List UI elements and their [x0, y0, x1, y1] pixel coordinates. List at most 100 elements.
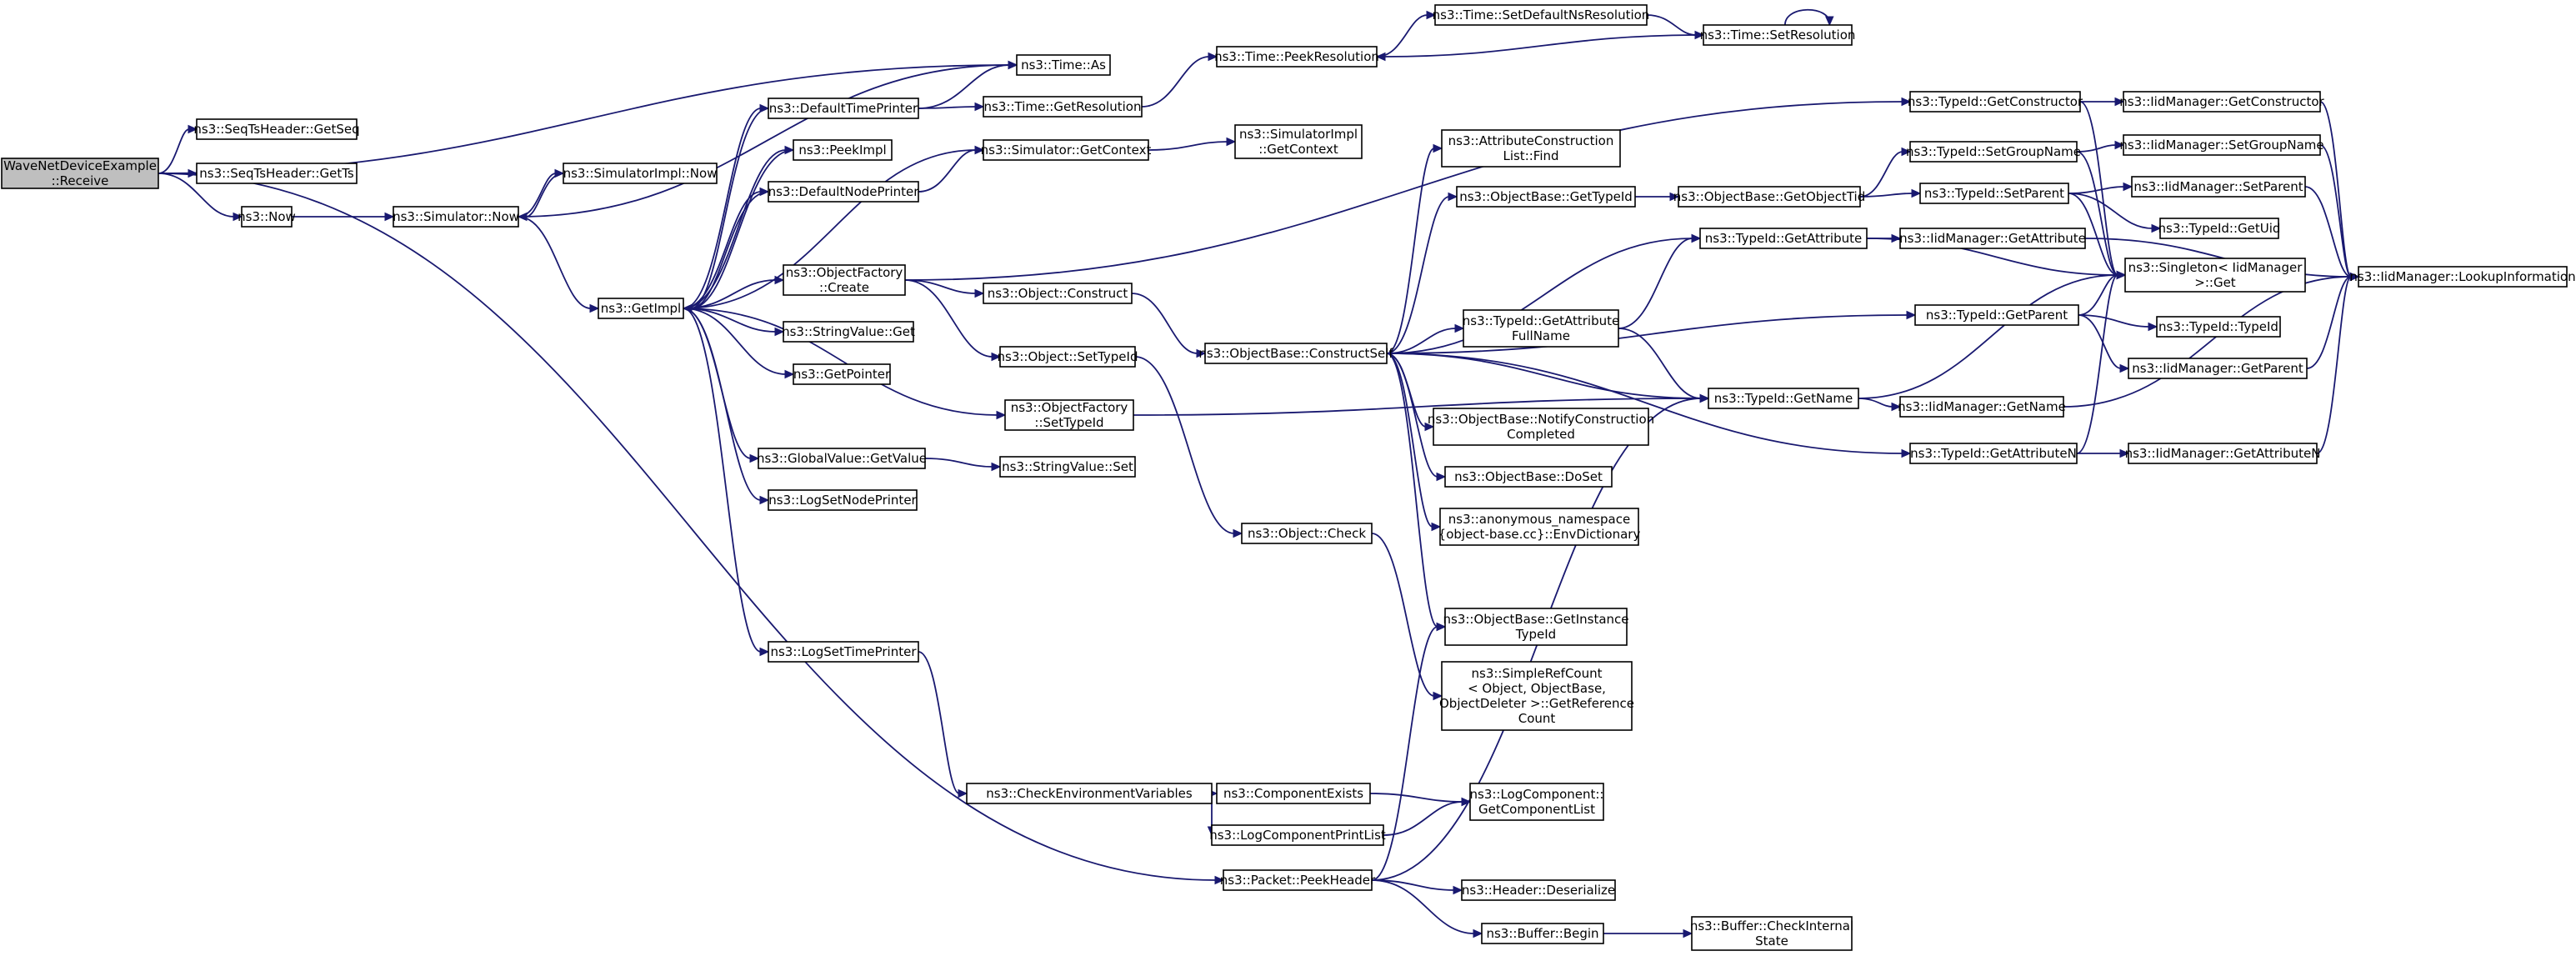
node-gvgetvalue[interactable]: ns3::GlobalValue::GetValue — [757, 448, 927, 469]
call-edge-root-to-peekheader — [158, 173, 1225, 885]
node-simimplgetctx[interactable]: ns3::SimulatorImpl::GetContext — [1234, 124, 1363, 159]
node-envdict[interactable]: ns3::anonymous_namespace{object-base.cc}… — [1438, 508, 1641, 546]
node-lcgetlist[interactable]: ns3::LogComponent::GetComponentList — [1469, 783, 1604, 821]
call-edge-peekheader-to-bufbegin — [1371, 879, 1483, 938]
node-label-line: ::Receive — [52, 173, 109, 188]
node-simgetctx[interactable]: ns3::Simulator::GetContext — [981, 139, 1152, 161]
node-iidgetattr[interactable]: ns3::IidManager::GetAttribute — [1899, 228, 2086, 249]
node-iidgetattrn[interactable]: ns3::IidManager::GetAttributeN — [2125, 443, 2321, 464]
node-simnow[interactable]: ns3::Simulator::Now — [393, 206, 519, 228]
node-iidgetname[interactable]: ns3::IidManager::GetName — [1898, 396, 2066, 418]
node-obconstructself[interactable]: ns3::ObjectBase::ConstructSelf — [1198, 343, 1393, 364]
node-getimpl[interactable]: ns3::GetImpl — [598, 298, 684, 319]
node-setres[interactable]: ns3::Time::SetResolution — [1700, 24, 1856, 46]
node-label-line: ns3::Time::SetDefaultNsResolution — [1433, 8, 1650, 23]
node-timegetres[interactable]: ns3::Time::GetResolution — [983, 96, 1143, 118]
node-label-line: ns3::TypeId::SetGroupName — [1906, 144, 2081, 159]
node-singleton[interactable]: ns3::Singleton< IidManager>::Get — [2124, 258, 2306, 293]
node-objconstruct[interactable]: ns3::Object::Construct — [983, 283, 1133, 304]
node-hdrdeser[interactable]: ns3::Header::Deserialize — [1461, 879, 1616, 901]
node-label-line: ns3::ObjectFactory — [1011, 400, 1128, 415]
call-edge-ofcreate-to-tidgetctor — [904, 97, 1912, 281]
node-iidsetparent[interactable]: ns3::IidManager::SetParent — [2131, 176, 2306, 198]
call-edge-iidgetname-to-iidlookup — [2063, 272, 2360, 408]
node-bufbegin[interactable]: ns3::Buffer::Begin — [1481, 923, 1604, 944]
node-label-line: ns3::ObjectBase::NotifyConstruction — [1428, 412, 1654, 427]
node-tidgetattr[interactable]: ns3::TypeId::GetAttribute — [1699, 228, 1868, 249]
node-label-line: ns3::SeqTsHeader::GetSeq — [193, 122, 359, 137]
node-peekheader[interactable]: ns3::Packet::PeekHeader — [1220, 869, 1376, 891]
node-svset[interactable]: ns3::StringValue::Set — [999, 456, 1136, 478]
node-dtp[interactable]: ns3::DefaultTimePrinter — [768, 98, 919, 119]
node-ofsettid[interactable]: ns3::ObjectFactory::SetTypeId — [1004, 399, 1134, 431]
node-label-line: WaveNetDeviceExample — [3, 158, 157, 173]
node-label-line: ns3::TypeId::GetName — [1714, 391, 1853, 406]
node-setdefns[interactable]: ns3::Time::SetDefaultNsResolution — [1433, 4, 1650, 26]
node-getseq[interactable]: ns3::SeqTsHeader::GetSeq — [193, 118, 360, 140]
node-tidsetgroup[interactable]: ns3::TypeId::SetGroupName — [1906, 141, 2081, 163]
call-edges — [158, 8, 2360, 938]
node-iidsetgroup[interactable]: ns3::IidManager::SetGroupName — [2119, 134, 2324, 156]
node-logtimeprinter[interactable]: ns3::LogSetTimePrinter — [768, 641, 919, 663]
call-edge-setres-to-setres — [1784, 8, 1834, 27]
node-dnp[interactable]: ns3::DefaultNodePrinter — [768, 181, 920, 203]
node-label-line: ns3::IidManager::GetName — [1898, 399, 2066, 414]
node-label-line: ns3::Object::SetTypeId — [998, 349, 1138, 364]
node-svget[interactable]: ns3::StringValue::Get — [782, 321, 915, 343]
node-tidsetparent[interactable]: ns3::TypeId::SetParent — [1919, 183, 2069, 204]
node-tidgetctor[interactable]: ns3::TypeId::GetConstructor — [1908, 91, 2083, 113]
call-edge-getimpl-to-getpointer — [683, 308, 795, 379]
call-edge-tidsetgroup-to-iidsetgroup — [2076, 140, 2125, 153]
node-root[interactable]: WaveNetDeviceExample::Receive — [1, 158, 159, 189]
node-tidgetuid[interactable]: ns3::TypeId::GetUid — [2158, 218, 2281, 239]
node-iidgetctor[interactable]: ns3::IidManager::GetConstructor — [2119, 91, 2325, 113]
node-lognodeprinter[interactable]: ns3::LogSetNodePrinter — [768, 489, 918, 511]
node-label-line: ns3::Simulator::GetContext — [981, 143, 1152, 158]
node-compexists[interactable]: ns3::ComponentExists — [1216, 783, 1371, 804]
node-timeas[interactable]: ns3::Time::As — [1016, 54, 1111, 76]
node-iidgetparent[interactable]: ns3::IidManager::GetParent — [2128, 358, 2308, 379]
node-getpointer[interactable]: ns3::GetPointer — [793, 363, 891, 385]
node-ofcreate[interactable]: ns3::ObjectFactory::Create — [783, 264, 906, 296]
node-getts[interactable]: ns3::SeqTsHeader::GetTs — [196, 163, 358, 184]
node-iidlookup[interactable]: ns3::IidManager::LookupInformation — [2349, 266, 2576, 288]
call-edge-timegetres-to-timepeekres — [1141, 52, 1218, 108]
node-simimplnow[interactable]: ns3::SimulatorImpl::Now — [563, 163, 718, 184]
node-cev[interactable]: ns3::CheckEnvironmentVariables — [966, 783, 1213, 804]
call-edge-getimpl-to-ofsettid — [683, 308, 1007, 420]
node-peekimpl[interactable]: ns3::PeekImpl — [793, 139, 893, 161]
node-label-line: ns3::GlobalValue::GetValue — [757, 451, 927, 466]
node-timepeekres[interactable]: ns3::Time::PeekResolution — [1214, 46, 1379, 68]
node-label-line: ns3::ObjectBase::GetTypeId — [1459, 189, 1633, 204]
node-obgetobjtid[interactable]: ns3::ObjectBase::GetObjectTid — [1673, 186, 1865, 208]
node-srcgetref[interactable]: ns3::SimpleRefCount< Object, ObjectBase,… — [1439, 661, 1634, 731]
call-edge-obconstructself-to-obdoset — [1386, 353, 1447, 482]
node-obnotify[interactable]: ns3::ObjectBase::NotifyConstructionCompl… — [1428, 408, 1654, 446]
node-label-line: ns3::IidManager::GetConstructor — [2119, 94, 2324, 109]
call-edge-obconstructself-to-tidgetattrn — [1386, 353, 1912, 458]
call-edge-objsettid-to-objcheck — [1134, 356, 1243, 538]
node-objsettid[interactable]: ns3::Object::SetTypeId — [998, 346, 1138, 368]
node-label-line: ns3::Simulator::Now — [393, 209, 519, 224]
call-edge-gvgetvalue-to-svset — [924, 458, 1002, 472]
node-tidgetname[interactable]: ns3::TypeId::GetName — [1708, 388, 1859, 409]
node-obgettid[interactable]: ns3::ObjectBase::GetTypeId — [1456, 186, 1636, 208]
node-label-line: ns3::Packet::PeekHeader — [1220, 873, 1376, 888]
node-tidgetattrn[interactable]: ns3::TypeId::GetAttributeN — [1909, 443, 2078, 464]
call-edge-obconstructself-to-obgettid — [1386, 192, 1458, 354]
node-label-line: ::Create — [819, 280, 869, 295]
node-now[interactable]: ns3::Now — [238, 206, 296, 228]
node-label-line: ns3::LogComponent:: — [1470, 787, 1604, 802]
node-tidgetparent[interactable]: ns3::TypeId::GetParent — [1914, 304, 2079, 326]
node-objcheck[interactable]: ns3::Object::Check — [1241, 523, 1373, 544]
node-tidtypeid[interactable]: ns3::TypeId::TypeId — [2156, 316, 2281, 338]
node-obdoset[interactable]: ns3::ObjectBase::DoSet — [1444, 466, 1613, 488]
call-edge-setres-to-timepeekres — [1375, 34, 1704, 62]
call-edge-tidgetparent-to-iidgetparent — [2078, 314, 2130, 373]
node-lcprintlist[interactable]: ns3::LogComponentPrintList — [1209, 824, 1386, 846]
